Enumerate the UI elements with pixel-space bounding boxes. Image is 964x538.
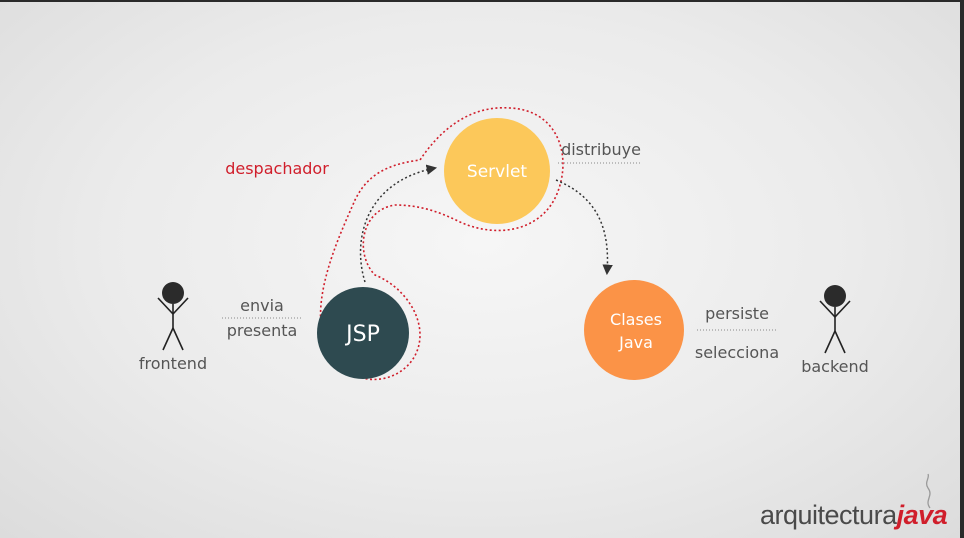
envia-label: envia	[240, 296, 284, 315]
arrow-servlet-to-clases	[555, 179, 613, 276]
despachador-label: despachador	[225, 159, 329, 178]
presenta-label: presenta	[227, 321, 298, 340]
clases-label-line2: Java	[618, 333, 653, 352]
backend-label: backend	[801, 357, 869, 376]
arrow-jsp-to-servlet	[359, 164, 438, 283]
right-border	[960, 0, 964, 538]
clases-java-node	[584, 280, 684, 380]
jsp-label: JSP	[344, 322, 380, 347]
logo-part1: arquitectura	[760, 500, 897, 530]
person-frontend-icon	[157, 282, 189, 351]
persiste-label: persiste	[705, 304, 769, 323]
clases-label-line1: Clases	[610, 310, 662, 329]
dispatcher-outline	[319, 107, 564, 381]
selecciona-label: selecciona	[695, 343, 779, 362]
logo-part2: java	[896, 500, 948, 530]
frontend-label: frontend	[139, 354, 207, 373]
top-border	[0, 0, 964, 2]
servlet-label: Servlet	[467, 162, 527, 182]
servlet-node	[444, 118, 550, 224]
distribuye-label: distribuye	[561, 140, 641, 159]
brand-logo: arquitecturajava	[760, 500, 948, 531]
jsp-node	[317, 287, 409, 379]
person-backend-icon	[819, 285, 851, 354]
steam-icon	[925, 473, 931, 509]
